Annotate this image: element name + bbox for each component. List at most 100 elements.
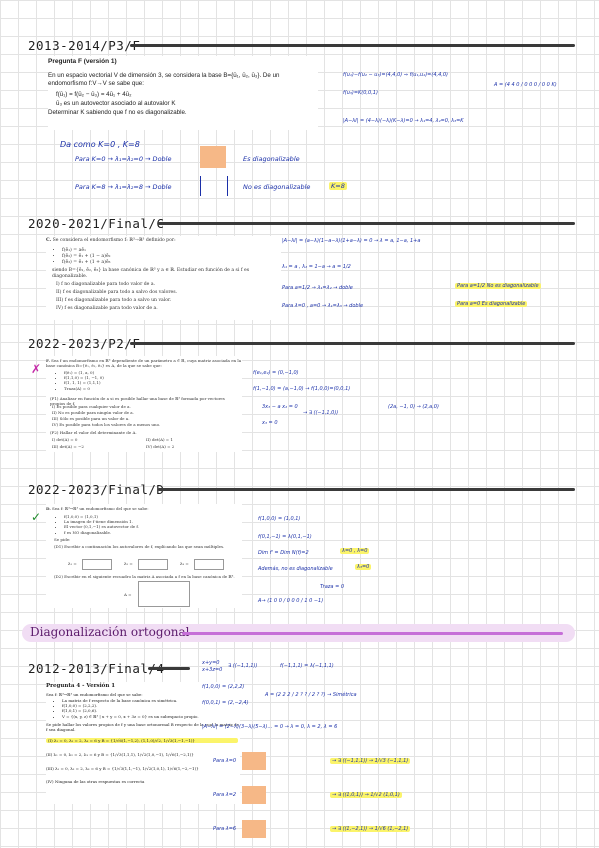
- bullet-1: f(ū₁) = f(ū₂ − ū₃) = 4ū₁ + 4ū₂: [56, 91, 132, 98]
- banner-title: Diagonalización ortogonal: [30, 625, 190, 639]
- option-2: (II) λ₁ = 0, λ₂ = 2, λ₃ = 6 y B = {1/√3(…: [46, 752, 194, 757]
- highlighted-matrix: [200, 146, 226, 168]
- matrix-label: A =: [124, 592, 132, 597]
- subquestion-1: (D1) Escribir a continuación los autoval…: [54, 544, 225, 549]
- question-intro: C. Se considera el endomorfismo f: ℝ³→ℝ³…: [46, 238, 281, 244]
- handwritten-line: Para K=0 → λ₁=λ₂=0 → Doble: [75, 155, 172, 163]
- question-intro: Sea f: ℝ³→ℝ³ un endomorfismo del que se …: [46, 692, 143, 697]
- ask-label: Se pide:: [54, 537, 71, 542]
- heading-underline: [130, 44, 575, 47]
- question-c-card: C. Se considera el endomorfismo f: ℝ³→ℝ³…: [46, 236, 281, 320]
- list-item: f(ē₁) = (1, a, 0): [64, 370, 104, 375]
- handwritten-matrix: A = (2 2 2 / 2 ? ? / 2 ? ?) → Simétrica: [265, 692, 357, 698]
- highlighted-matrix: [242, 820, 266, 838]
- highlighted-answer: → ∃ ((−1,1,1)) → 1/√3 (−1,1,1): [330, 758, 411, 764]
- list-item: V = {(x, y, z) ∈ ℝ³ | x + y = 0, x + 3z …: [62, 714, 250, 719]
- highlighted-answer: λ₃=0: [355, 564, 372, 570]
- heading-2012-2013: 2012-2013/Final/4: [28, 661, 165, 676]
- handwritten-line: λ₁ = a , λ₂ = 1−a → a = 1/2: [282, 264, 351, 270]
- list-item: f es NO diagonalizable.: [64, 530, 139, 535]
- heading-underline: [148, 667, 190, 670]
- list-item: f(ē₁) = aē₁: [62, 248, 111, 254]
- handwritten-line: f(u₃)=K(0,0,1): [343, 90, 378, 96]
- heading-2013-2014: 2013-2014/P3/F: [28, 38, 141, 53]
- question-basis: siendo B={ē₁, ē₂, ē₃} la base canónica d…: [52, 268, 250, 279]
- option-3: (III) λ₁ = 0, λ₂ = 2, λ₃ = 6 y B = {1/√3…: [46, 766, 199, 771]
- definition-list: La matriz de f respecto de la base canón…: [52, 698, 250, 719]
- det-option-4: IV) det(A) = 2: [146, 444, 175, 449]
- cross-mark: ✗: [31, 362, 42, 376]
- subquestion-2: (D2) Escribir en el siguiente recuadro l…: [54, 574, 235, 579]
- heading-2022-2023-final: 2022-2023/Final/D: [28, 482, 165, 497]
- question-title: Pregunta 4 - Versión 1: [46, 683, 116, 689]
- det-option-2: II) det(A) = 1: [146, 437, 173, 442]
- handwritten-result: Es diagonalizable: [243, 155, 300, 163]
- question-intro: D. Sea f: ℝ³→ℝ³ un endomorfismo del que …: [46, 506, 149, 511]
- question-label: D.: [46, 506, 51, 511]
- list-item: f(1,0,1) = (2,0,6).: [62, 708, 250, 713]
- handwritten-line: Para λ=0: [213, 758, 237, 764]
- highlighted-answer: K=8: [329, 182, 347, 190]
- list-item: Traza(A) = 0: [64, 386, 104, 391]
- handwritten-line: Para a=1/2 → λ₁=λ₂ → doble: [282, 285, 353, 291]
- list-item: f(ē₃) = ē₁ + (1 + a)ē₃: [62, 260, 111, 266]
- handwritten-matrix: [200, 176, 228, 196]
- handwritten-result: No es diagonalizable: [243, 183, 311, 191]
- matrix-input[interactable]: [138, 581, 190, 607]
- list-item: El vector (0,1,−1) es autovector de f.: [64, 524, 139, 529]
- lambda-3-label: λ₃ =: [180, 561, 189, 566]
- handwritten-matrix: A = (4 4 0 / 0 0 0 / 0 0 K): [494, 82, 557, 88]
- heading-underline: [158, 222, 575, 225]
- question-f-card: Pregunta F (versión 1) En un espacio vec…: [48, 56, 318, 130]
- question-text: En un espacio vectorial V de dimensión 3…: [48, 72, 280, 87]
- handwritten-line: Además, no es diagonalizable: [258, 566, 333, 572]
- list-item: f(1, 1, 1) = (1,1,1): [64, 380, 104, 385]
- handwritten-line: Traza = 0: [320, 584, 345, 590]
- option-1: I) Es posible para cualquier valor de a.: [52, 404, 131, 409]
- question-intro: F. Sea f un endomorfismo en ℝ³ dependien…: [46, 358, 242, 368]
- list-item: f(ē₂) = ē₁ + (1 − a)ē₂: [62, 254, 111, 260]
- handwritten-line: x+y=0: [202, 660, 220, 666]
- handwritten-line: Para λ=2: [213, 792, 237, 798]
- handwritten-line: → ∃ ((−1,1,0)): [303, 410, 339, 416]
- lambda-2-input[interactable]: [138, 559, 168, 570]
- handwritten-line: Para λ=0 , a=0 → λ₁=λ₃ → doble: [282, 303, 364, 309]
- question-label: C.: [46, 238, 52, 243]
- highlighted-answer: → ∃ ((1,−2,1)) → 1/√6 (1,−2,1): [330, 826, 411, 832]
- highlighted-answer: λ=0 , λ=0: [340, 548, 370, 554]
- handwritten-line: f(e₁,e₂) = (0,−1,0): [253, 370, 299, 376]
- list-item: f(1,0,0) = (1,0,1): [64, 514, 139, 519]
- lambda-3-input[interactable]: [194, 559, 224, 570]
- highlighted-matrix: [242, 752, 266, 770]
- heading-underline: [130, 342, 575, 345]
- question-f-card: F. Sea f un endomorfismo en ℝ³ dependien…: [46, 356, 242, 452]
- question-text: Sea f: ℝ³→ℝ³ un endomorfismo del que se …: [52, 506, 149, 511]
- question-4-card: Pregunta 4 - Versión 1 Sea f: ℝ³→ℝ³ un e…: [46, 682, 240, 804]
- list-item: f(1,0,0) = (2,2,2).: [62, 703, 250, 708]
- option-4: IV) Es posible para todos los valores de…: [52, 422, 161, 427]
- list-item: La imagen de f tiene dimensión 1.: [64, 519, 139, 524]
- handwritten-matrix: A→ (1 0 0 / 0 0 0 / 1 0 −1): [258, 598, 324, 604]
- question-text: Sea f un endomorfismo en ℝ³ dependiente …: [46, 358, 242, 369]
- handwritten-line: f(0,1,−1) = λ(0,1,−1): [258, 534, 312, 540]
- definition-list: f(1,0,0) = (1,0,1) La imagen de f tiene …: [54, 514, 139, 535]
- highlighted-answer: Para a=0 Es diagonalizable: [455, 301, 528, 307]
- highlighted-matrix: [242, 786, 266, 804]
- option-4: (IV) Ninguna de las otras respuestas es …: [46, 779, 145, 784]
- handwritten-line: |A−λI| = (4−λ)(−λ)(K−λ)=0 → λ₁=4, λ₂=0, …: [343, 118, 464, 124]
- option-4: IV) f es diagonalizable para todo valor …: [56, 306, 158, 311]
- question-ask: Se pide hallar los valores propios de f …: [46, 722, 239, 733]
- option-2: II) f es diagonalizable para todo a salv…: [56, 290, 178, 295]
- handwritten-line: ∃ ((−1,1,1)): [228, 663, 258, 669]
- option-1: (I) λ₁ = 0, λ₂ = 2, λ₃ = 6 y B = {1/√6(1…: [46, 738, 238, 744]
- handwritten-line: f(−1,1,1) = λ(−1,1,1): [280, 663, 334, 669]
- lambda-1-input[interactable]: [82, 559, 112, 570]
- lambda-2-label: λ₂ =: [124, 561, 133, 566]
- question-text: Se considera el endomorfismo f: ℝ³→ℝ³ de…: [52, 238, 176, 243]
- handwritten-line: x+3z=0: [202, 667, 223, 673]
- handwritten-line: Para K=8 → λ₁=λ₂=8 → Doble: [75, 183, 172, 191]
- question-d-card: D. Sea f: ℝ³→ℝ³ un endomorfismo del que …: [46, 504, 242, 608]
- banner-line: [182, 632, 563, 635]
- highlighted-answer: Para a=1/2 No es diagonalizable: [455, 283, 541, 289]
- question-label: F.: [46, 358, 50, 363]
